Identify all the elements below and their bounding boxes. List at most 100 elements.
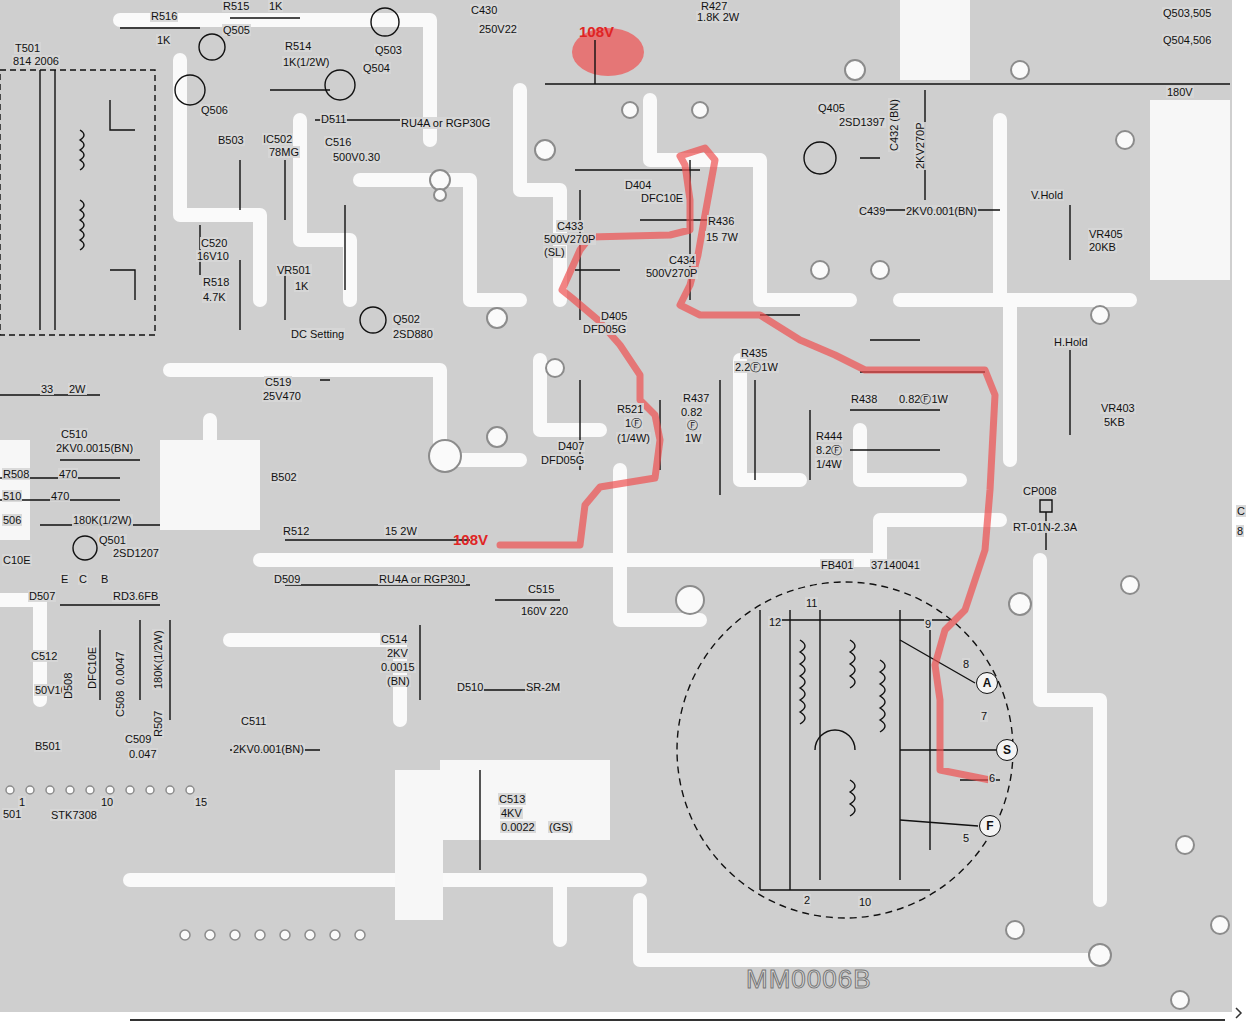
- part-label: DFD05G: [582, 323, 627, 335]
- part-label: C511: [240, 715, 267, 727]
- part-label: DC Setting: [290, 328, 345, 340]
- part-label: Q503: [374, 44, 403, 56]
- part-label: 500V270P: [645, 267, 698, 279]
- part-label: C430: [470, 4, 498, 16]
- part-label: 5KB: [1103, 416, 1126, 428]
- part-label: STK7308: [50, 809, 98, 821]
- part-label: C10E: [2, 554, 32, 566]
- part-label: B: [100, 573, 109, 585]
- part-label: 1.8K 2W: [696, 11, 740, 23]
- part-label: 4.7K: [202, 291, 227, 303]
- part-label: 1K: [156, 34, 171, 46]
- part-label: 78MG: [268, 146, 300, 158]
- part-label: 1K: [268, 0, 283, 12]
- part-label: CP008: [1022, 485, 1058, 497]
- part-label: D511: [320, 113, 347, 125]
- part-label: D405: [600, 310, 628, 322]
- voltage-label: 108V: [578, 24, 615, 40]
- part-label: 10: [858, 896, 872, 908]
- part-label: 1Ⓕ: [624, 417, 643, 429]
- part-label: R436: [707, 215, 735, 227]
- part-label: C510: [60, 428, 88, 440]
- part-label: C439: [858, 205, 886, 217]
- part-label: 15: [194, 796, 208, 808]
- part-label: D510: [456, 681, 484, 693]
- part-label: V.Hold: [1030, 189, 1064, 201]
- part-label: 5: [962, 832, 970, 844]
- part-label: 33: [40, 383, 54, 395]
- part-label: 25V470: [262, 390, 302, 402]
- part-label: 180V: [1166, 86, 1194, 98]
- part-label: 814 2006: [12, 55, 60, 67]
- part-label: DFC10E: [640, 192, 684, 204]
- part-label: R437: [682, 392, 710, 404]
- part-label: FB401: [820, 559, 854, 571]
- part-label: 10: [100, 796, 114, 808]
- part-label: RD3.6FB: [112, 590, 159, 602]
- part-label: C434: [668, 254, 696, 266]
- part-label: Q504,506: [1162, 34, 1212, 46]
- part-label: E: [60, 573, 69, 585]
- part-label: RT-01N-2.3A: [1012, 521, 1078, 533]
- voltage-label: 108V: [452, 532, 489, 548]
- part-label: B501: [34, 740, 62, 752]
- part-label: C512: [30, 650, 58, 662]
- part-label: R521: [616, 403, 644, 415]
- part-label: H.Hold: [1053, 336, 1089, 348]
- part-label: C433: [556, 220, 584, 232]
- part-label: C509: [124, 733, 152, 745]
- part-label: DFD05G: [540, 454, 585, 466]
- part-label: 0.0022: [500, 821, 536, 833]
- part-label: 470: [58, 468, 78, 480]
- part-label: (BN): [386, 675, 411, 687]
- part-label: (1/4W): [616, 432, 651, 444]
- part-label: RU4A or RGP30G: [400, 117, 491, 129]
- terminal-circle: F: [979, 815, 1001, 837]
- part-label: C: [78, 573, 88, 585]
- part-label: 1K: [294, 280, 309, 292]
- terminal-letter: S: [1003, 744, 1011, 756]
- part-label: R435: [740, 347, 768, 359]
- part-label: 510: [2, 490, 22, 502]
- terminal-circle: A: [976, 672, 998, 694]
- part-label: R516: [150, 10, 178, 22]
- part-label: C513: [498, 793, 526, 805]
- part-label: 20KB: [1088, 241, 1117, 253]
- part-label: 15 7W: [705, 231, 739, 243]
- part-label: C520: [200, 237, 228, 249]
- part-label: 12: [768, 616, 782, 628]
- board-marking: MM0006B: [745, 965, 873, 993]
- part-label: D407: [557, 440, 585, 452]
- part-label: D508: [62, 672, 74, 700]
- part-label: VR501: [276, 264, 312, 276]
- part-label: 1/4W: [815, 458, 843, 470]
- part-label: 0.82Ⓕ1W: [898, 393, 949, 405]
- part-label: B502: [270, 471, 298, 483]
- part-label: 2.2Ⓕ1W: [734, 361, 779, 373]
- part-label: 4KV: [500, 807, 523, 819]
- part-label: R508: [2, 468, 30, 480]
- part-label: 15 2W: [384, 525, 418, 537]
- terminal-letter: F: [986, 820, 993, 832]
- part-label: 2SD1207: [112, 547, 160, 559]
- part-label: B503: [217, 134, 245, 146]
- part-label: VR403: [1100, 402, 1136, 414]
- part-label: (GS): [548, 821, 573, 833]
- part-label: 0.0015: [380, 661, 416, 673]
- part-label: 7: [980, 710, 988, 722]
- part-label: 2KV0.001(BN): [905, 205, 978, 217]
- part-label: 501: [2, 808, 22, 820]
- part-label: 500V270P: [543, 233, 596, 245]
- part-label: Q503,505: [1162, 7, 1212, 19]
- part-label: (SL): [543, 246, 566, 258]
- part-label: 8: [962, 658, 970, 670]
- part-label: R514: [284, 40, 312, 52]
- part-label: 2KV0.001(BN): [232, 743, 305, 755]
- part-label: 0.82: [680, 406, 703, 418]
- part-label: Q504: [362, 62, 391, 74]
- part-label: T501: [14, 42, 41, 54]
- part-label: C508: [114, 690, 126, 718]
- part-label: C514: [380, 633, 408, 645]
